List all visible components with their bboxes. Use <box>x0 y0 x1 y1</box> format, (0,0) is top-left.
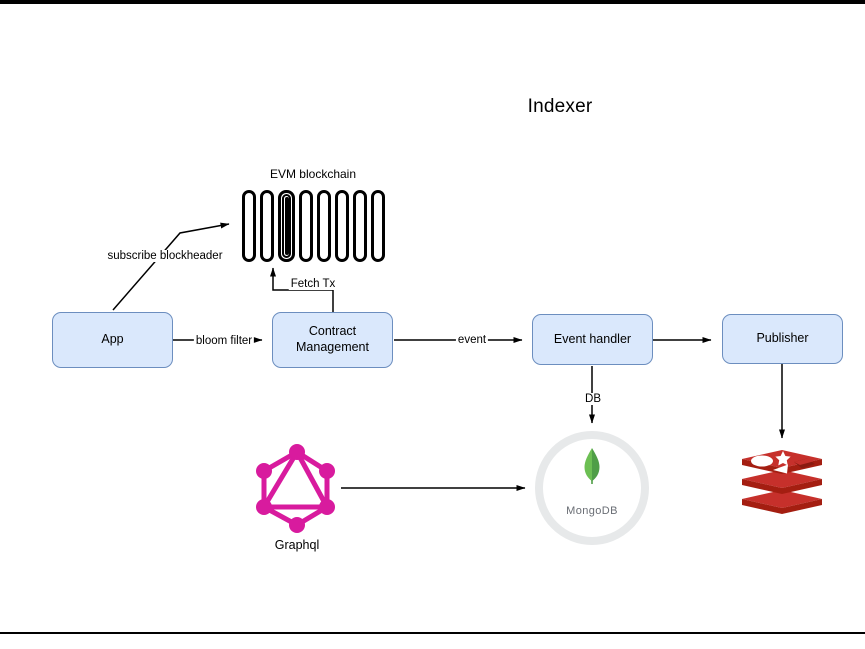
block-icon <box>353 190 367 262</box>
evm-blockchain-label: EVM blockchain <box>269 167 357 181</box>
block-icon <box>371 190 385 262</box>
page-title: Indexer <box>527 96 593 117</box>
edge-subscribe-blockheader <box>112 222 230 311</box>
mongodb-badge: MongoDB <box>535 431 649 545</box>
edge-label-bloom-filter: bloom filter <box>193 335 255 347</box>
node-event-handler: Event handler <box>532 314 653 365</box>
top-border <box>0 0 865 4</box>
block-icon <box>317 190 331 262</box>
edge-label-fetch-tx: Fetch Tx <box>288 278 338 290</box>
edge-label-subscribe-blockheader: subscribe blockheader <box>105 250 225 262</box>
node-contract-management-label: Contract Management <box>296 324 369 354</box>
graphql-label: Graphql <box>274 538 320 552</box>
graphql-icon <box>256 444 335 533</box>
bottom-border <box>0 632 865 634</box>
block-icon <box>242 190 256 262</box>
node-publisher: Publisher <box>722 314 843 364</box>
block-icon <box>260 190 274 262</box>
block-icon <box>299 190 313 262</box>
node-app: App <box>52 312 173 368</box>
mongodb-label: MongoDB <box>566 505 618 517</box>
node-event-handler-label: Event handler <box>553 331 632 346</box>
edge-label-event: event <box>455 334 489 346</box>
blockchain-blocks <box>242 190 385 262</box>
redis-icon <box>742 450 822 514</box>
node-publisher-label: Publisher <box>756 331 809 346</box>
node-app-label: App <box>101 332 124 347</box>
block-icon <box>335 190 349 262</box>
edge-label-db: DB <box>583 393 603 405</box>
mongodb-leaf-icon <box>584 448 600 484</box>
edge-fetch-tx <box>270 267 334 312</box>
nested-block-icon <box>278 190 295 262</box>
node-contract-management: Contract Management <box>272 312 393 368</box>
